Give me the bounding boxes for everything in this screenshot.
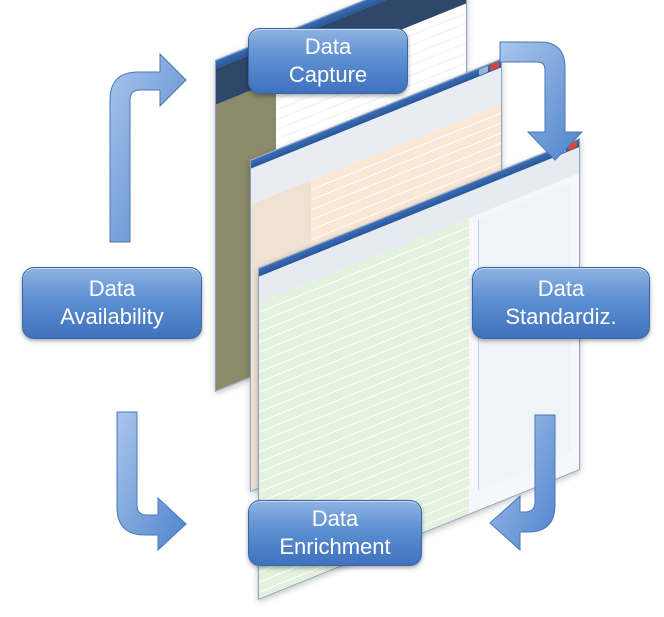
arrow-availability-to-capture — [109, 52, 187, 243]
data-availability-box: Data Availability — [22, 267, 202, 339]
data-capture-box: Data Capture — [248, 28, 408, 94]
data-standardization-box: Data Standardiz. — [472, 267, 650, 339]
arrow-capture-to-standardization — [499, 41, 584, 161]
arrow-standardization-to-enrichment — [489, 414, 556, 552]
arrow-enrichment-to-availability — [116, 411, 187, 552]
data-enrichment-box: Data Enrichment — [248, 500, 422, 566]
